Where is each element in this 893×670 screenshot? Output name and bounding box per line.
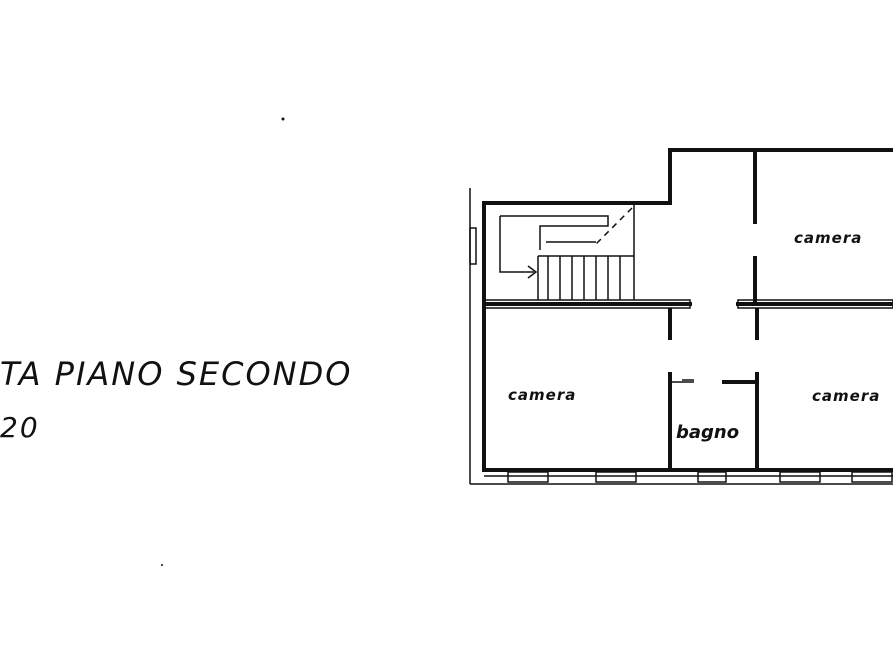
- room-label-camera-top-right: camera: [794, 229, 862, 247]
- plan-title: TA PIANO SECONDO: [0, 355, 352, 393]
- room-label-camera-bottom-right: camera: [812, 387, 880, 405]
- room-label-camera-left: camera: [508, 386, 576, 404]
- walls: [469, 148, 893, 485]
- speck: [281, 117, 285, 121]
- plan-scale: 20: [0, 411, 40, 444]
- room-label-bagno: bagno: [676, 422, 739, 443]
- speck: [161, 564, 163, 566]
